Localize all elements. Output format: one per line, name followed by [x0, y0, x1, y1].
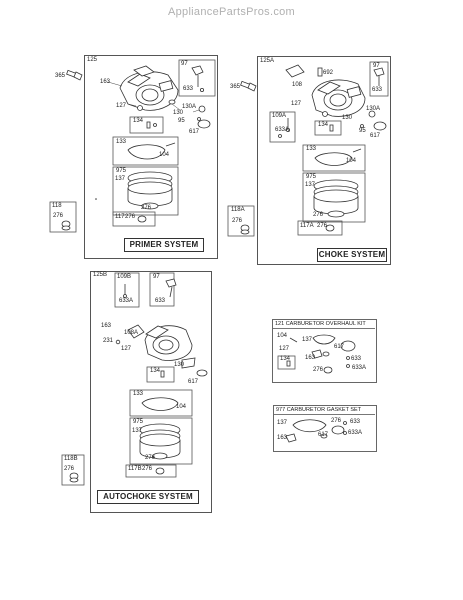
primer-side-box-118: 118	[52, 203, 62, 209]
primer-label-633: 633	[183, 86, 194, 92]
autochoke-box-97: 97	[153, 274, 160, 280]
autochoke-label-130: 130	[174, 362, 185, 368]
choke-label-276: 276	[313, 212, 324, 218]
gasket-label-276: 276	[331, 418, 342, 424]
overhaul-label-617: 617	[334, 344, 345, 350]
gasket-label-137: 137	[277, 420, 288, 426]
overhaul-label-104: 104	[277, 333, 288, 339]
overhaul-label-633: 633	[351, 356, 362, 362]
primer-label-617: 617	[189, 129, 200, 135]
choke-side-276: 276	[232, 218, 243, 224]
primer-label-130a: 130A	[182, 104, 197, 110]
autochoke-box-975: 975	[133, 419, 144, 425]
autochoke-side-box-118b: 118B	[64, 456, 78, 462]
overhaul-box-134: 134	[280, 356, 291, 362]
primer-box-975: 975	[116, 168, 127, 174]
primer-label-276: 276	[141, 205, 152, 211]
autochoke-label-633a: 633A	[119, 298, 134, 304]
site-watermark: AppliancePartsPros.com	[167, 6, 296, 18]
overhaul-kit-title: 121 CARBURETOR OVERHAUL KIT	[273, 320, 375, 329]
choke-label-633a: 633A	[275, 127, 290, 133]
overhaul-label-276: 276	[313, 367, 324, 373]
primer-label-163: 163	[100, 79, 111, 85]
choke-label-108: 108	[292, 82, 303, 88]
autochoke-panel-number: 125B	[93, 272, 108, 278]
choke-label-104: 104	[346, 158, 357, 164]
overhaul-label-633a: 633A	[352, 365, 367, 371]
autochoke-label-617: 617	[188, 379, 199, 385]
choke-system-title: CHOKE SYSTEM	[317, 248, 387, 262]
autochoke-label-137: 137	[132, 428, 143, 434]
autochoke-label-231: 231	[103, 338, 114, 344]
primer-box-134: 134	[133, 118, 144, 124]
overhaul-label-163: 163	[305, 355, 316, 361]
choke-label-365: 365	[230, 84, 241, 90]
choke-label-617: 617	[370, 133, 381, 139]
autochoke-box-134: 134	[150, 368, 161, 374]
autochoke-label-163: 163	[101, 323, 112, 329]
autochoke-system-title: AUTOCHOKE SYSTEM	[97, 490, 199, 504]
autochoke-side-276: 276	[64, 466, 75, 472]
primer-label-130: 130	[173, 110, 184, 116]
gasket-label-163: 163	[277, 435, 288, 441]
primer-box-117: 117	[115, 214, 125, 220]
choke-label-95: 95	[359, 128, 366, 134]
choke-label-692: 692	[323, 70, 334, 76]
choke-label-633: 633	[372, 87, 383, 93]
primer-side-276: 276	[53, 213, 64, 219]
choke-label-276b: 276	[317, 223, 328, 229]
autochoke-box-117b: 117B	[128, 466, 142, 472]
gasket-label-633a: 633A	[348, 430, 363, 436]
primer-label-137: 137	[115, 176, 126, 182]
primer-label-365: 365	[55, 73, 66, 79]
primer-box-97: 97	[181, 61, 188, 67]
autochoke-label-633: 633	[155, 298, 166, 304]
choke-side-box-118a: 118A	[231, 207, 245, 213]
choke-panel-number: 125A	[260, 58, 275, 64]
choke-box-109a: 109A	[272, 113, 287, 119]
primer-label-95: 95	[178, 118, 185, 124]
autochoke-label-276: 276	[145, 455, 156, 461]
primer-system-title: PRIMER SYSTEM	[124, 238, 204, 252]
choke-box-975: 975	[306, 174, 317, 180]
gasket-label-617: 617	[318, 432, 329, 438]
carburetor-gasket-set-panel	[273, 405, 377, 452]
autochoke-label-108a: 108A	[124, 330, 139, 336]
overhaul-label-137: 137	[302, 337, 313, 343]
choke-label-127: 127	[291, 101, 302, 107]
primer-panel-number: 125	[87, 57, 98, 63]
primer-box-133: 133	[116, 139, 127, 145]
choke-label-137: 137	[305, 182, 316, 188]
primer-label-104: 104	[159, 152, 170, 158]
choke-label-130: 130	[342, 115, 353, 121]
choke-box-117a: 117A	[300, 223, 314, 229]
autochoke-label-127: 127	[121, 346, 132, 352]
autochoke-label-104: 104	[176, 404, 187, 410]
gasket-set-title: 977 CARBURETOR GASKET SET	[274, 406, 375, 415]
autochoke-box-109b: 109B	[117, 274, 132, 280]
choke-box-97: 97	[373, 63, 380, 69]
choke-label-130a: 130A	[366, 106, 381, 112]
gasket-label-633: 633	[350, 419, 361, 425]
choke-box-133: 133	[306, 146, 317, 152]
primer-label-276b: 276	[125, 214, 136, 220]
choke-box-134: 134	[318, 122, 329, 128]
autochoke-box-133: 133	[133, 391, 144, 397]
primer-label-127: 127	[116, 103, 127, 109]
overhaul-label-127: 127	[279, 346, 290, 352]
autochoke-label-276b: 276	[142, 466, 153, 472]
